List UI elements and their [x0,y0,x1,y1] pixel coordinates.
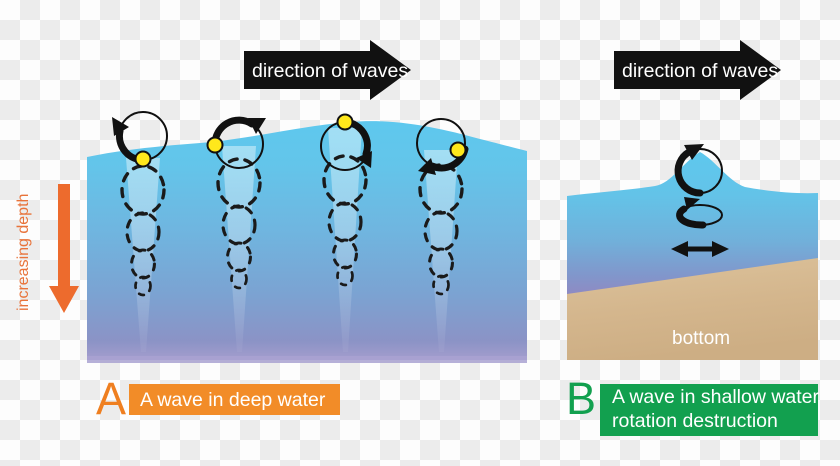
shallow-orbit-elliptical [676,197,723,229]
direction-of-waves-arrow-a: direction of waves [244,40,411,100]
panel-a-caption: A A wave in deep water [96,373,340,424]
orbit-column-1 [120,158,166,352]
direction-of-waves-label-b: direction of waves [622,60,778,82]
panel-b-letter: B [566,373,596,424]
seabed [567,258,818,360]
dashed-orbit [432,274,450,296]
water-particle [336,113,354,131]
panel-a-letter: A [96,373,126,424]
panel-a-caption-banner [129,384,340,415]
shallow-oscillation-horizontal [671,241,729,257]
arrowhead [684,144,704,160]
panel-b-caption-banner [600,384,818,436]
dashed-orbit [221,204,257,246]
rotation-arrow [674,148,704,197]
deep-water-body [87,121,527,361]
direction-of-waves-arrow-b: direction of waves [614,40,781,100]
rotation-arrow [676,205,707,229]
panel-b-caption: B A wave in shallow water rotation destr… [566,373,820,436]
arrowhead [356,151,372,168]
panel-a-deep-water: direction of waves increasing depth A A … [15,40,527,424]
arrowhead-left [671,241,688,257]
dashed-orbit [423,210,459,252]
arrowhead [248,118,266,134]
shallow-orbit-circular [674,144,723,197]
orbit-column-3 [322,128,368,352]
water-particle [449,141,467,159]
energy-cone [424,150,458,352]
dashed-orbit [336,265,354,287]
surface-orbit-1 [112,111,168,168]
orbit-column-4 [418,150,464,352]
arrow-shape [244,40,411,100]
arrowhead [684,197,700,210]
direction-of-waves-label-a: direction of waves [252,60,408,82]
increasing-depth-indicator: increasing depth [15,184,79,313]
surface-orbit-4 [416,118,469,175]
energy-cone [126,158,160,352]
panel-b-shallow-water: bottom direction of waves B A wave in sh… [566,40,820,436]
deep-water-floor-strip [87,356,527,363]
depth-arrow [49,184,79,313]
panel-a-caption-text: A wave in deep water [140,389,326,411]
arrow-shape [614,40,781,100]
surface-orbit-3 [320,113,372,171]
dashed-orbit [230,268,248,290]
dashed-orbit [134,275,152,297]
panel-b-caption-line1: A wave in shallow water [612,386,820,408]
arrowhead-right [712,241,729,257]
dashed-orbit [125,211,161,253]
increasing-depth-label: increasing depth [15,194,32,311]
water-particle [206,136,224,154]
orbit-column-2 [216,146,262,352]
panel-b-caption-line2: rotation destruction [612,410,778,432]
dashed-orbit [327,201,363,243]
water-particle [134,150,152,168]
surface-orbit-2 [206,116,266,169]
seabed-label: bottom [672,328,730,349]
arrowhead [418,158,436,175]
arrowhead [112,117,129,136]
energy-cone [222,146,256,352]
